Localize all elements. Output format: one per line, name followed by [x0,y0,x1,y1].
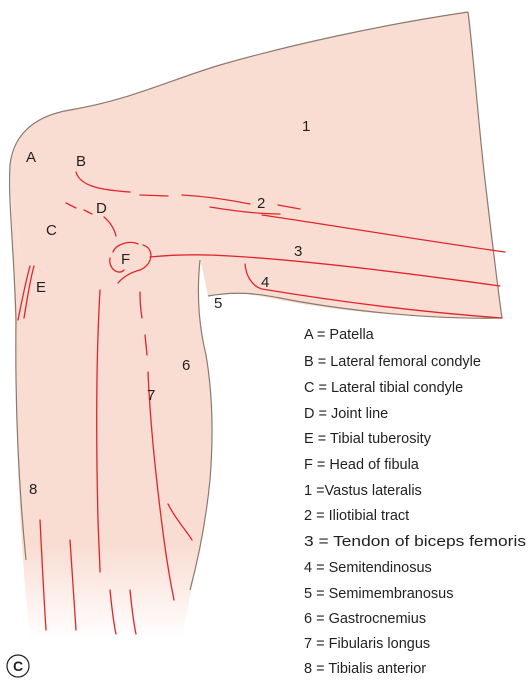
label-E: E [36,279,46,296]
label-A: A [26,149,36,166]
label-C: C [46,222,57,239]
legend: A = Patella B = Lateral femoral condyle … [304,327,526,677]
label-B: B [76,153,86,170]
label-7: 7 [147,387,155,404]
legend-item: C = Lateral tibial condyle [304,380,463,396]
legend-item: B = Lateral femoral condyle [304,354,481,370]
label-1: 1 [302,118,310,135]
legend-item: D = Joint line [304,406,388,422]
label-2: 2 [257,195,265,212]
legend-item: A = Patella [304,327,375,343]
label-5: 5 [214,295,222,312]
legend-item: 8 = Tibialis anterior [304,661,426,677]
label-8: 8 [29,481,37,498]
legend-item: F = Head of fibula [304,457,420,473]
label-4: 4 [261,274,269,291]
legend-item: 4 = Semitendinosus [304,560,432,576]
label-3: 3 [294,243,302,260]
label-6: 6 [182,357,190,374]
legend-item: 5 = Semimembranosus [304,586,454,602]
legend-item: 3 = Tendon of biceps femoris [304,534,526,550]
legend-item: E = Tibial tuberosity [304,431,432,447]
panel-label: C [13,658,23,674]
label-F: F [121,251,130,268]
legend-item: 2 = Iliotibial tract [304,508,409,524]
label-D: D [96,200,107,217]
legend-item: 6 = Gastrocnemius [304,611,426,627]
legend-item: 1 =Vastus lateralis [304,483,422,499]
legend-item: 7 = Fibularis longus [304,636,430,652]
